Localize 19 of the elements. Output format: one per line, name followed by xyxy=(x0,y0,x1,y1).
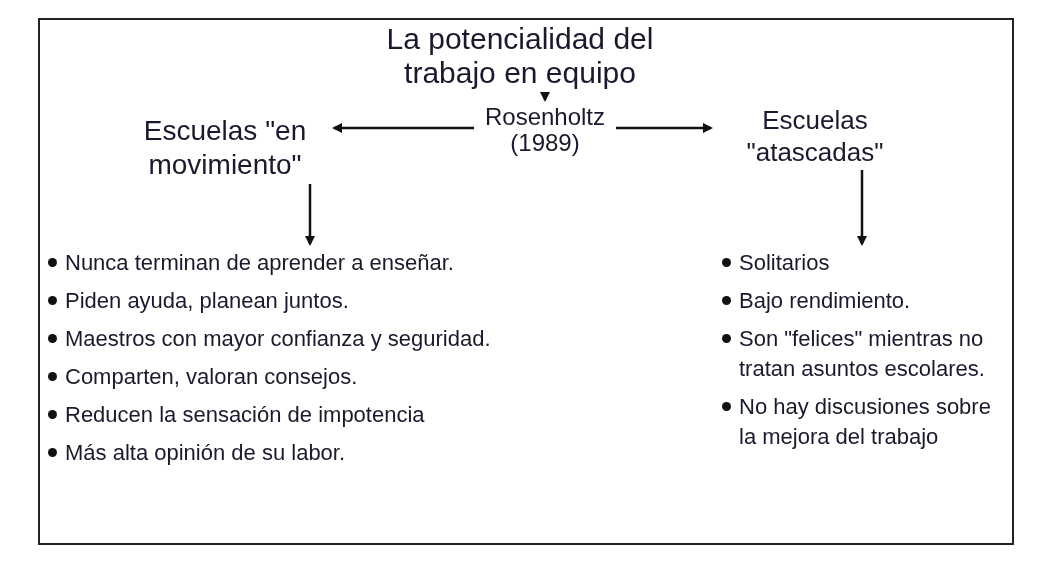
list-item: Bajo rendimiento. xyxy=(739,287,911,315)
list-item: Son "felices" mientras no tratan asuntos escolares. xyxy=(739,325,986,383)
title-text: La potencialidad del trabajo en equipo xyxy=(370,22,670,90)
arrow xyxy=(305,184,315,246)
list-item: No hay discusiones sobre la mejora del trabajo xyxy=(739,393,992,451)
topic-text: Rosenholtz (1989) xyxy=(478,104,612,156)
list-item: Más alta opinión de su labor. xyxy=(65,439,346,467)
list-item: Piden ayuda, planean juntos. xyxy=(65,287,349,315)
list-item: Nunca terminan de aprender a enseñar. xyxy=(65,249,454,277)
arrow xyxy=(616,123,713,133)
list-item: Maestros con mayor confianza y seguridad. xyxy=(65,325,491,353)
list-item: Comparten, valoran consejos. xyxy=(65,363,358,391)
list-item: Reducen la sensación de impotencia xyxy=(65,401,425,429)
arrow xyxy=(857,170,867,246)
arrow xyxy=(332,123,474,133)
list-item: Solitarios xyxy=(739,249,830,277)
topic-text: Escuelas "en movimiento" xyxy=(120,114,330,182)
arrow xyxy=(540,92,550,102)
topic-text: Escuelas "atascadas" xyxy=(715,104,915,168)
